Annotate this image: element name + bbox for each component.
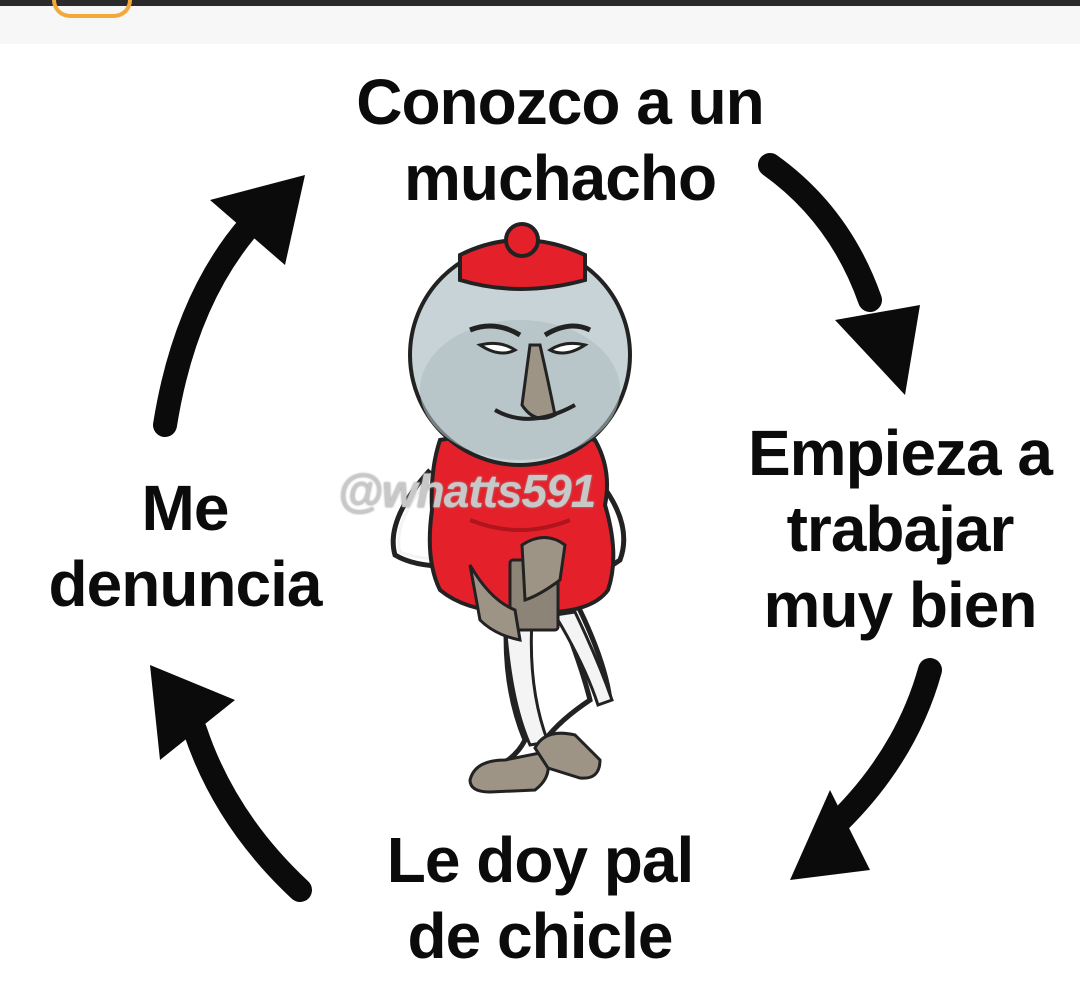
step-bottom-line-1: Le doy pal — [386, 824, 695, 896]
arrow-top-left — [153, 213, 262, 437]
step-bottom-line-2: de chicle — [407, 900, 674, 972]
step-bottom-label: Le doy pal de chicle — [300, 822, 780, 974]
arrowhead-top-left — [210, 175, 305, 265]
step-left-line-2: denuncia — [48, 548, 323, 620]
step-right-line-2: trabajar — [786, 493, 1015, 565]
watermark: @whatts591 — [338, 465, 596, 517]
step-top-label: Conozco a un muchacho — [300, 64, 820, 216]
arrowhead-bottom-right — [790, 790, 870, 880]
step-right-line-1: Empieza a — [747, 417, 1053, 489]
step-left-label: Me denuncia — [10, 470, 360, 622]
step-right-line-3: muy bien — [763, 569, 1038, 641]
post-header-strip — [0, 0, 1080, 45]
top-bar — [0, 0, 1080, 6]
step-left-line-1: Me — [141, 472, 230, 544]
arrow-top-right — [758, 153, 882, 312]
arrow-bottom-left — [183, 718, 312, 902]
gumball-figure — [390, 222, 632, 794]
arrow-bottom-right — [818, 658, 942, 842]
arrowhead-bottom-left — [150, 665, 235, 760]
arrowhead-top-right — [835, 305, 920, 395]
step-top-line-1: Conozco a un — [356, 66, 765, 138]
step-top-line-2: muchacho — [403, 142, 717, 214]
step-right-label: Empieza a trabajar muy bien — [720, 415, 1080, 643]
